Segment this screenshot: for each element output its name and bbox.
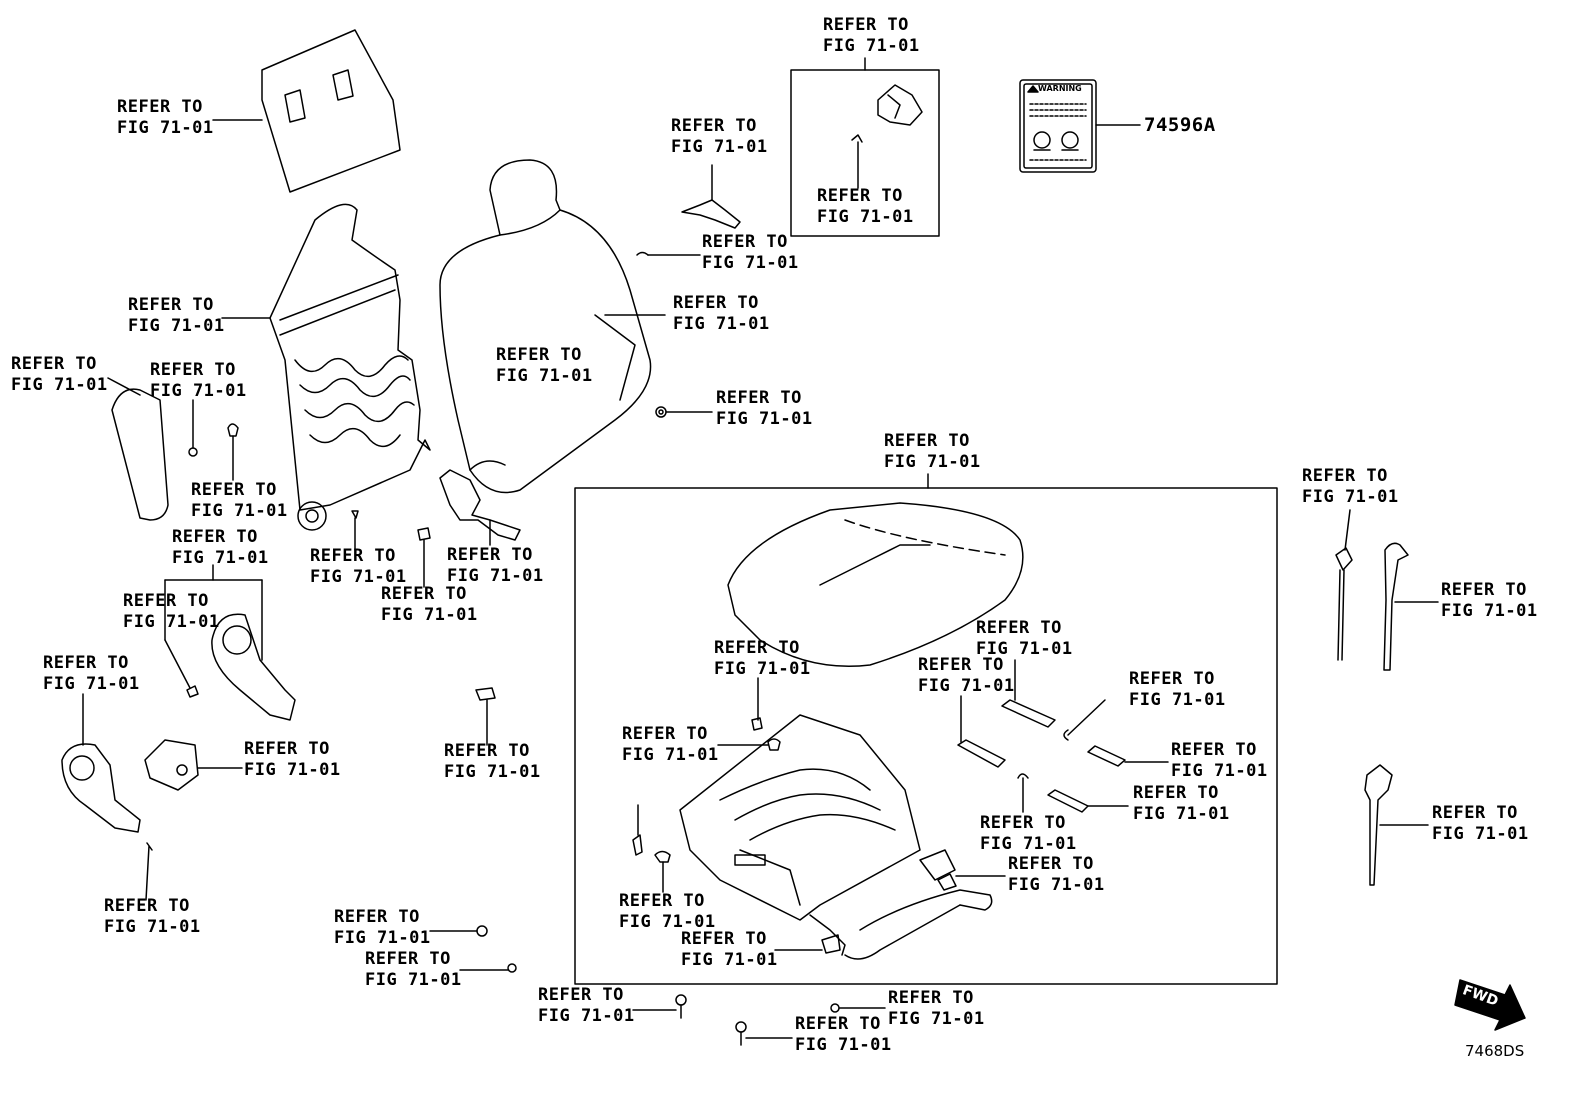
small-clips <box>188 251 713 588</box>
seat-frame-clips <box>632 677 841 954</box>
warning-label <box>1019 79 1141 173</box>
belt-guide-box <box>790 57 940 237</box>
seatback-cover <box>439 159 666 494</box>
upper-trim-piece <box>681 164 741 229</box>
recliner-cover <box>164 564 296 721</box>
side-bolster <box>107 377 169 521</box>
seat-frame <box>679 714 993 960</box>
seat-cushion-pad <box>727 502 1024 668</box>
seatback-frame <box>221 203 431 531</box>
screws-bottom <box>429 925 886 1046</box>
drawing-code: 7468DS <box>1465 1042 1525 1060</box>
seat-rails <box>937 659 1169 891</box>
recliner-handle <box>61 693 153 901</box>
seat-cushion-box <box>574 473 1278 985</box>
part-number-label: 74596A <box>1144 114 1216 136</box>
seatback-bracket <box>439 469 521 546</box>
warning-label-text: WARNING <box>1038 84 1082 93</box>
hinge-cover <box>144 739 243 791</box>
fwd-arrow <box>1454 979 1526 1031</box>
center-clip <box>475 687 496 746</box>
seatback-pad <box>212 29 401 193</box>
cable-ties <box>1335 509 1439 886</box>
